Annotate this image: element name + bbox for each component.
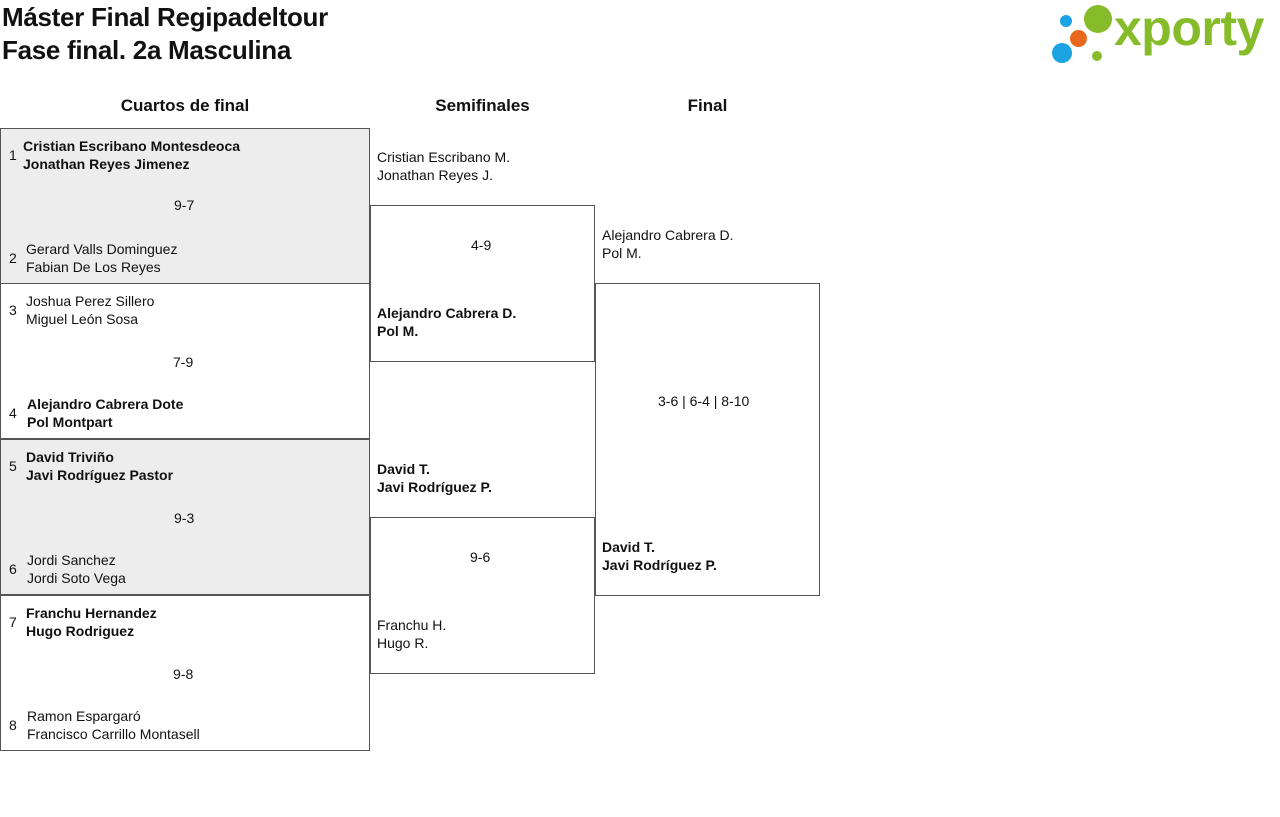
team-winner: Cristian Escribano Montesdeoca Jonathan … (23, 137, 240, 173)
quarterfinal-match-3: 5 David Triviño Javi Rodríguez Pastor 9-… (0, 439, 370, 595)
semifinal-1-team-top: Cristian Escribano M. Jonathan Reyes J. (377, 148, 510, 184)
player-name: Pol M. (602, 245, 642, 261)
player-name: Franchu Hernandez (26, 605, 157, 621)
player-name: Alejandro Cabrera Dote (27, 396, 184, 412)
team-loser: Gerard Valls Dominguez Fabian De Los Rey… (26, 240, 177, 276)
player-name: Javi Rodríguez Pastor (26, 467, 174, 483)
player-name: Jordi Sanchez (27, 552, 116, 568)
match-score: 9-6 (470, 549, 491, 565)
player-name: Ramon Espargaró (27, 708, 141, 724)
quarterfinal-match-4: 7 Franchu Hernandez Hugo Rodriguez 9-8 8… (0, 595, 370, 751)
player-name: Pol M. (377, 323, 419, 339)
player-name: Jonathan Reyes J. (377, 167, 493, 183)
match-score: 7-9 (173, 354, 194, 370)
match-score: 4-9 (471, 237, 492, 253)
player-name: Cristian Escribano Montesdeoca (23, 138, 241, 154)
team-loser: Joshua Perez Sillero Miguel León Sosa (26, 292, 154, 328)
match-score: 9-7 (174, 197, 195, 213)
player-name: Javi Rodríguez P. (602, 557, 717, 573)
player-name: Francisco Carrillo Montasell (27, 726, 200, 742)
seed-number: 7 (9, 614, 17, 630)
page-subtitle: Fase final. 2a Masculina (2, 35, 292, 65)
player-name: Miguel León Sosa (26, 311, 139, 327)
seed-number: 2 (9, 250, 17, 266)
player-name: Pol Montpart (27, 414, 113, 430)
player-name: Jonathan Reyes Jimenez (23, 156, 190, 172)
player-name: Joshua Perez Sillero (26, 293, 155, 309)
player-name: David Triviño (26, 449, 114, 465)
round-header-semifinals: Semifinales (435, 96, 530, 115)
player-name: David T. (377, 461, 430, 477)
player-name: Alejandro Cabrera D. (377, 305, 517, 321)
team-winner: Alejandro Cabrera Dote Pol Montpart (27, 395, 183, 431)
match-score: 3-6 | 6-4 | 8-10 (658, 393, 750, 409)
team-loser: Ramon Espargaró Francisco Carrillo Monta… (27, 707, 200, 743)
logo-wordmark: xporty (1114, 0, 1264, 56)
player-name: Hugo R. (377, 635, 429, 651)
logo-dot-green-small-icon (1092, 51, 1102, 61)
final-team-top: Alejandro Cabrera D. Pol M. (602, 226, 734, 262)
logo-dot-blue-icon (1052, 43, 1072, 63)
final-match: 3-6 | 6-4 | 8-10 David T. Javi Rodríguez… (595, 283, 820, 596)
team-winner: Alejandro Cabrera D. Pol M. (377, 304, 516, 340)
round-header-quarterfinals: Cuartos de final (120, 96, 250, 115)
player-name: David T. (602, 539, 655, 555)
seed-number: 4 (9, 405, 17, 421)
semifinal-2-team-top: David T. Javi Rodríguez P. (377, 460, 492, 496)
team-winner: David T. Javi Rodríguez P. (602, 538, 717, 574)
player-name: Jordi Soto Vega (27, 570, 126, 586)
seed-number: 1 (9, 147, 17, 163)
seed-number: 6 (9, 561, 17, 577)
player-name: Franchu H. (377, 617, 447, 633)
logo-dot-green-icon (1084, 5, 1112, 33)
page-title: Máster Final Regipadeltour (2, 2, 328, 32)
semifinal-match-2: 9-6 Franchu H. Hugo R. (370, 517, 595, 674)
match-score: 9-8 (173, 666, 194, 682)
seed-number: 8 (9, 717, 17, 733)
player-name: Hugo Rodriguez (26, 623, 135, 639)
logo-dot-orange-icon (1070, 30, 1087, 47)
quarterfinal-match-1: 1 Cristian Escribano Montesdeoca Jonatha… (0, 128, 370, 284)
semifinal-match-1: 4-9 Alejandro Cabrera D. Pol M. (370, 205, 595, 362)
player-name: Javi Rodríguez P. (377, 479, 492, 495)
logo-dot-blue-small-icon (1060, 15, 1072, 27)
player-name: Alejandro Cabrera D. (602, 227, 734, 243)
player-name: Fabian De Los Reyes (26, 259, 161, 275)
team-loser: Jordi Sanchez Jordi Soto Vega (27, 551, 126, 587)
xporty-logo[interactable]: xporty (1050, 0, 1276, 67)
player-name: Cristian Escribano M. (377, 149, 511, 165)
seed-number: 5 (9, 458, 17, 474)
seed-number: 3 (9, 302, 17, 318)
quarterfinal-match-2: 3 Joshua Perez Sillero Miguel León Sosa … (0, 283, 370, 439)
match-score: 9-3 (174, 510, 195, 526)
player-name: Gerard Valls Dominguez (26, 241, 178, 257)
team-loser: Franchu H. Hugo R. (377, 616, 446, 652)
team-winner: Franchu Hernandez Hugo Rodriguez (26, 604, 157, 640)
team-winner: David Triviño Javi Rodríguez Pastor (26, 448, 173, 484)
round-header-final: Final (687, 96, 728, 115)
